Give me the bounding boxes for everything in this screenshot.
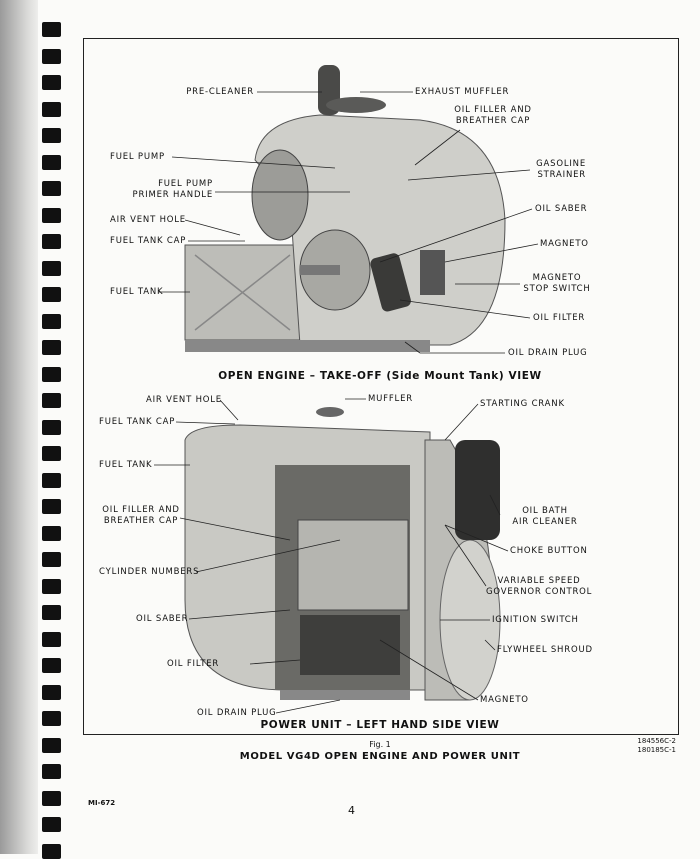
label-fuel-tank-cap: FUEL TANK CAP	[99, 417, 176, 427]
binding-ring	[42, 260, 61, 276]
label-oil-saber: OIL SABER	[136, 614, 189, 624]
document-code: MI-672	[88, 799, 116, 807]
binding-ring	[42, 101, 61, 117]
binding-ring	[42, 234, 61, 249]
label-ignition-switch: IGNITION SWITCH	[492, 615, 579, 625]
label-line: PRIMER HANDLE	[132, 189, 213, 200]
label-line: OIL FILLER AND	[454, 105, 532, 115]
binding-ring	[42, 737, 61, 753]
label-exhaust-muffler: EXHAUST MUFFLER	[415, 87, 510, 97]
binding-ring	[42, 684, 61, 700]
binding-ring	[42, 817, 61, 832]
label-air-vent-hole: AIR VENT HOLE	[146, 395, 222, 405]
binding-ring	[42, 605, 61, 620]
label-flywheel-shroud: FLYWHEEL SHROUD	[497, 645, 593, 655]
label-magneto: MAGNETO	[540, 239, 589, 249]
label-line: OIL FILLER AND	[102, 505, 180, 515]
label-oil-saber: OIL SABER	[535, 204, 588, 214]
open-engine-illustration	[158, 65, 539, 354]
binding-ring	[42, 552, 61, 567]
binding-ring	[42, 658, 61, 673]
binding-ring	[42, 499, 61, 514]
label-oil-filter: OIL FILTER	[167, 659, 220, 669]
label-line: BREATHER CAP	[455, 115, 531, 126]
label-magneto: MAGNETO	[480, 695, 529, 705]
label-line: BREATHER CAP	[103, 515, 179, 526]
binding-ring	[42, 790, 61, 806]
binding-ring	[42, 578, 61, 594]
label-line: STOP SWITCH	[523, 283, 591, 294]
label-line: MAGNETO	[532, 273, 582, 283]
page-number: 4	[348, 804, 355, 817]
figure-code: 184556C-2	[637, 737, 676, 745]
label-oil-drain-plug: OIL DRAIN PLUG	[197, 708, 277, 718]
label-line: OIL BATH	[522, 506, 568, 516]
binding-ring	[42, 393, 61, 408]
page-edge-shadow	[0, 0, 38, 854]
label-pre-cleaner: PRE-CLEANER	[186, 87, 254, 97]
label-line: FUEL PUMP	[158, 179, 213, 189]
bottom-figure-caption: POWER UNIT – LEFT HAND SIDE VIEW	[260, 719, 500, 731]
figure-frame	[83, 38, 679, 735]
binding-ring	[42, 48, 61, 64]
label-line: AIR CLEANER	[512, 516, 578, 527]
binding-ring	[42, 340, 61, 355]
figure-number: Fig. 1	[369, 740, 391, 749]
binding-ring	[42, 711, 61, 726]
label-line: GOVERNOR CONTROL	[486, 586, 593, 597]
binding-ring	[42, 154, 61, 170]
binding-ring	[42, 128, 61, 143]
power-unit-illustration	[154, 398, 509, 714]
binding-ring	[42, 366, 61, 382]
binding-ring	[42, 419, 61, 435]
label-oil-drain-plug: OIL DRAIN PLUG	[508, 348, 588, 358]
figure-code: 180185C-1	[637, 746, 676, 754]
label-air-vent-hole: AIR VENT HOLE	[110, 215, 186, 225]
binding-ring	[42, 207, 61, 223]
label-line: GASOLINE	[536, 159, 586, 169]
binding-ring	[42, 75, 61, 90]
binding-ring	[42, 313, 61, 329]
binding-ring	[42, 764, 61, 779]
binding-ring	[42, 446, 61, 461]
label-starting-crank: STARTING CRANK	[480, 399, 565, 409]
binding-ring	[42, 287, 61, 302]
binding-ring	[42, 631, 61, 647]
label-fuel-pump: FUEL PUMP	[110, 152, 165, 162]
label-choke-button: CHOKE BUTTON	[510, 546, 588, 556]
figure-title: MODEL VG4D OPEN ENGINE AND POWER UNIT	[239, 751, 521, 762]
binding-ring	[42, 525, 61, 541]
label-fuel-tank: FUEL TANK	[99, 460, 153, 470]
binding-ring	[42, 472, 61, 488]
label-oil-filter: OIL FILTER	[533, 313, 586, 323]
binding-ring	[42, 22, 61, 37]
label-muffler: MUFFLER	[368, 394, 413, 404]
label-cylinder-numbers: CYLINDER NUMBERS	[99, 567, 200, 577]
binding-ring	[42, 181, 61, 196]
label-line: VARIABLE SPEED	[497, 576, 581, 586]
label-fuel-tank-cap: FUEL TANK CAP	[110, 236, 187, 246]
label-fuel-tank: FUEL TANK	[110, 287, 164, 297]
label-line: STRAINER	[537, 169, 586, 180]
top-figure-caption: OPEN ENGINE – TAKE-OFF (Side Mount Tank)…	[218, 370, 542, 382]
